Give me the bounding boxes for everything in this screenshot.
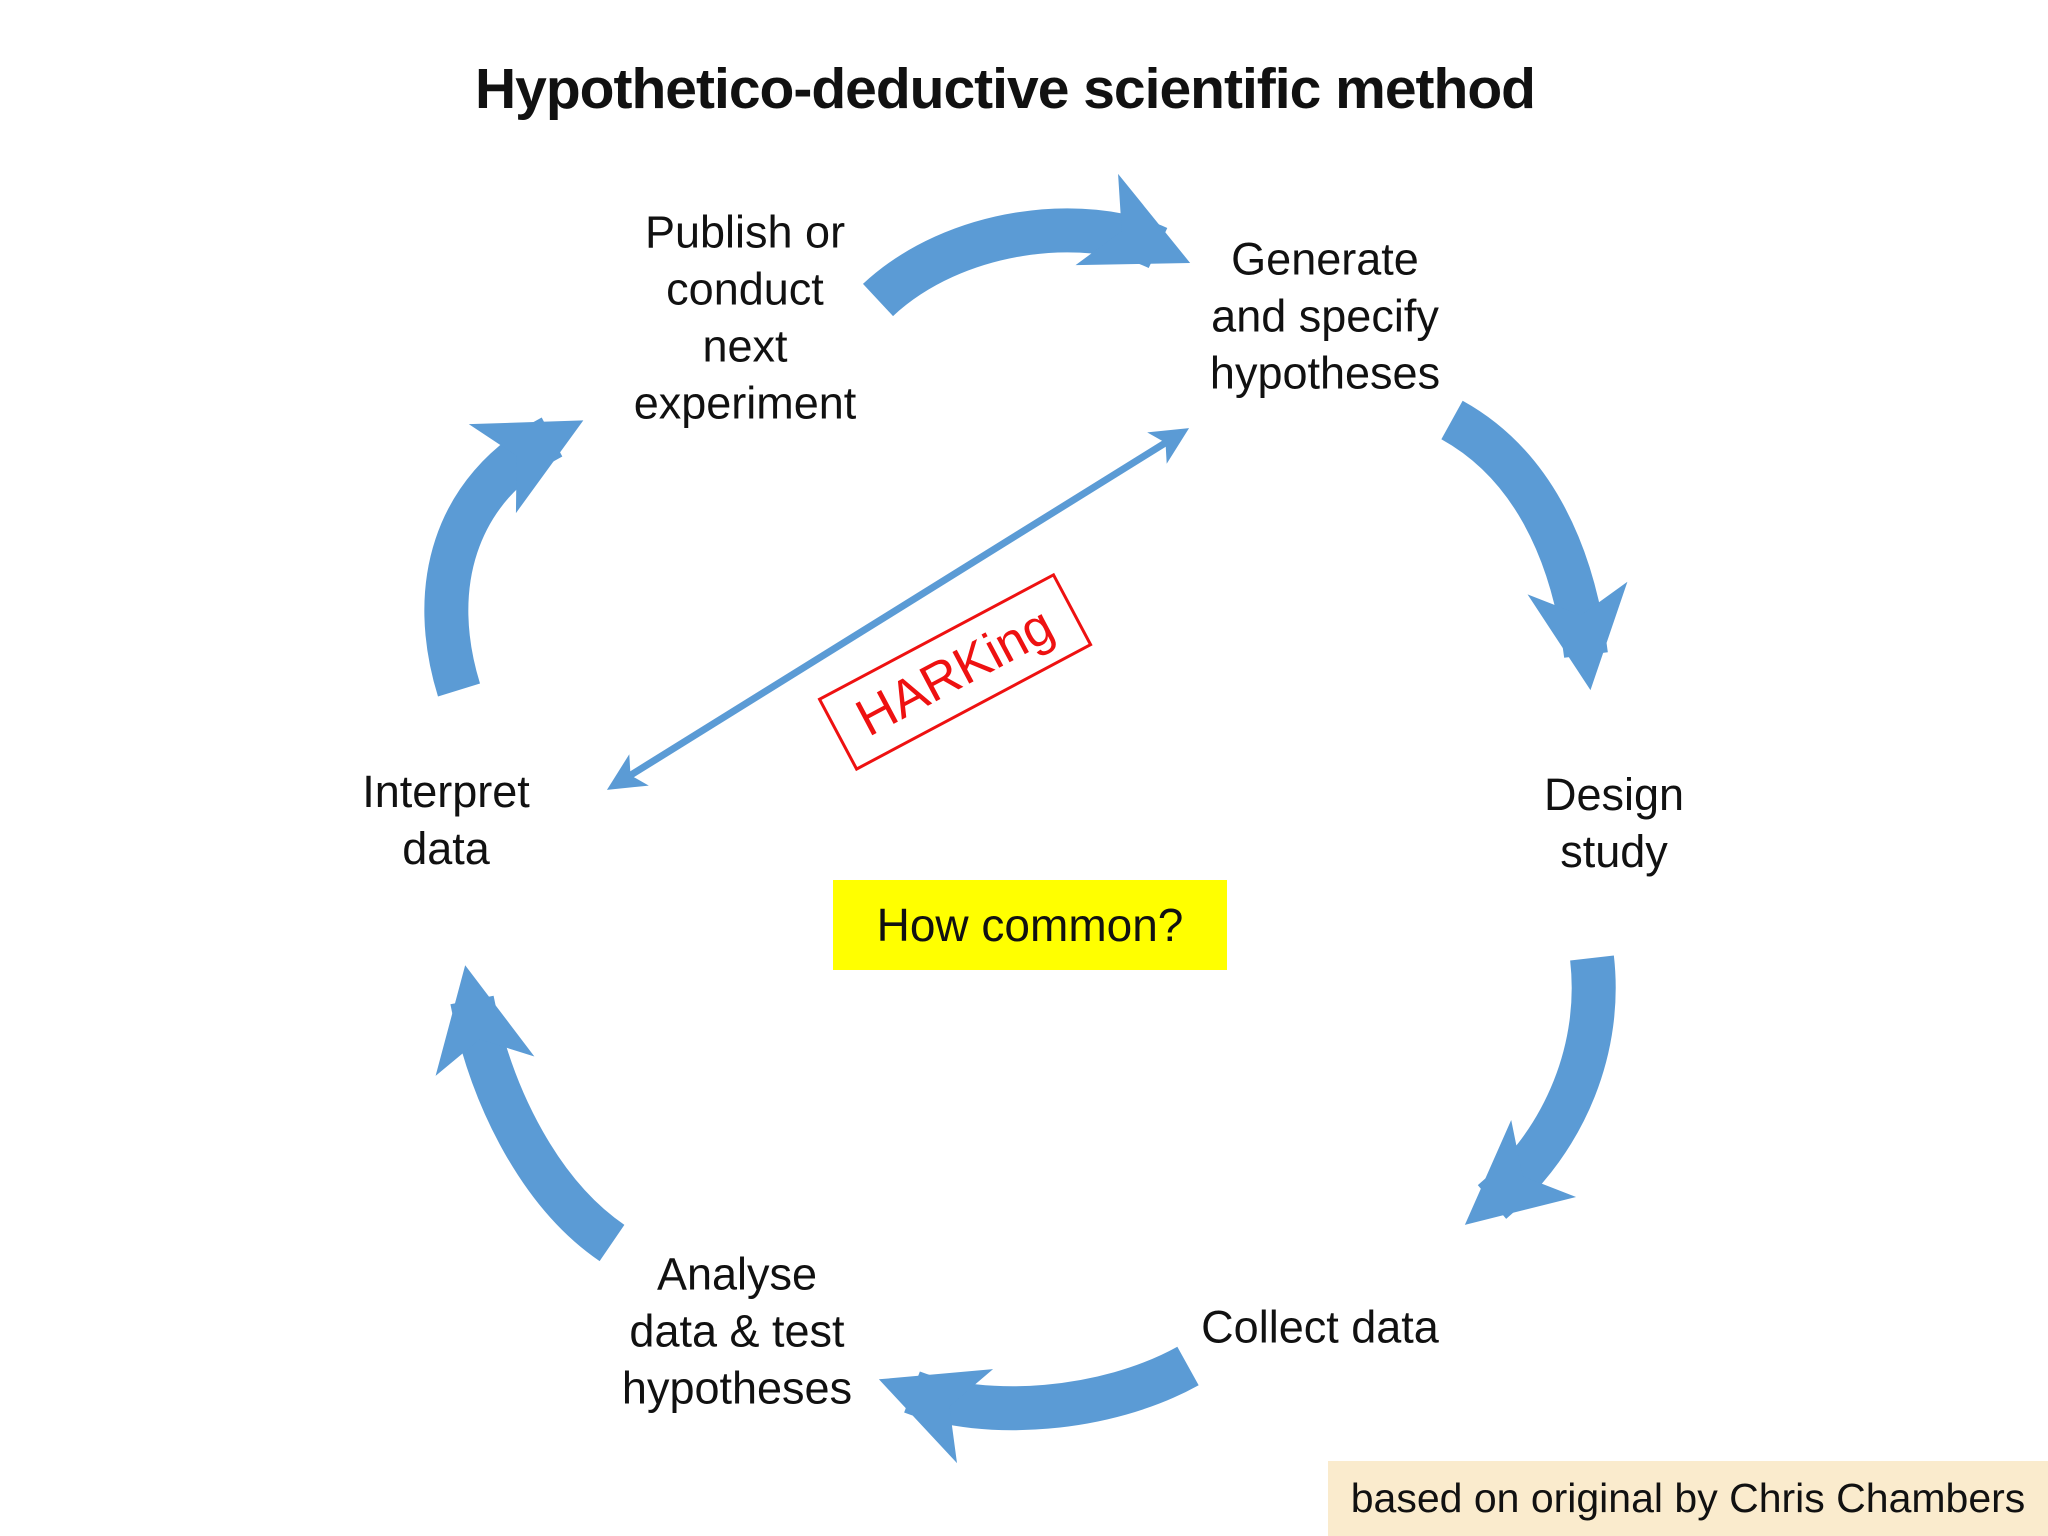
arrow-collect-to-analyse: [878, 1346, 1199, 1464]
how-common-highlight: How common?: [833, 880, 1227, 970]
harking-double-arrow: [606, 428, 1190, 790]
node-design-study: Design study: [1543, 768, 1685, 877]
node-interpret-data: Interpret data: [362, 765, 530, 874]
arrow-analyse-to-interpret: [435, 965, 625, 1262]
node-generate-and-specify-hypotheses: Generate and specify hypotheses: [1209, 233, 1441, 399]
arrow-publish-to-generate: [862, 173, 1191, 317]
page-title: Hypothetico-deductive scientific method: [475, 57, 1536, 121]
node-publish-or-conduct-next-experiment: Publish or conduct next experiment: [633, 206, 857, 430]
arrow-interpret-to-publish: [424, 417, 584, 697]
attribution-bar: based on original by Chris Chambers: [1328, 1461, 2048, 1536]
node-collect-data: Collect data: [1201, 1301, 1439, 1353]
node-analyse-data-and-test-hypotheses: Analyse data & test hypotheses: [621, 1248, 853, 1414]
arrow-generate-to-design: [1440, 400, 1628, 691]
arrow-design-to-collect: [1464, 955, 1616, 1225]
